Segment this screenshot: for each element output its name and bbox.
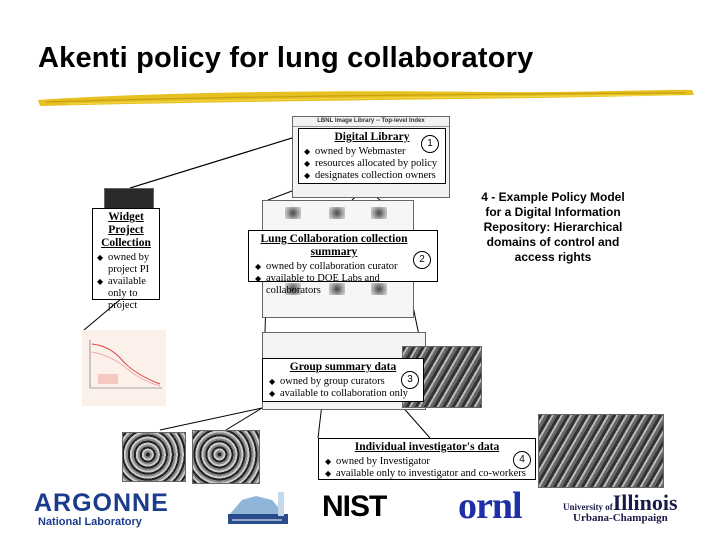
argonne-logo-text: ARGONNE (34, 489, 169, 517)
uiuc-logo-prefix: University of (563, 502, 613, 512)
individual-investigator-list: owned by Investigator available only to … (324, 456, 530, 480)
ornl-logo: ornl (458, 485, 523, 527)
policy-model-caption: 4 - Example Policy Model for a Digital I… (481, 190, 625, 264)
widget-project-heading: Widget Project Collection (101, 211, 151, 249)
lung-collaboration-heading: Lung Collaboration collection summary (260, 233, 408, 258)
group-summary-heading: Group summary data (289, 361, 397, 373)
list-item: owned by project PI (97, 252, 156, 276)
individual-investigator-heading: Individual investigator's data (354, 441, 500, 453)
nist-logo: NIST (322, 490, 387, 523)
top-index-title: LBNL Image Library -- Top-level Index (293, 117, 449, 127)
digital-library-box: Digital Library owned by Webmaster resou… (298, 128, 446, 184)
lung-collaboration-box: Lung Collaboration collection summary ow… (248, 230, 438, 296)
group-summary-box: Group summary data owned by group curato… (262, 358, 424, 402)
slide-title: Akenti policy for lung collaboratory (38, 42, 534, 74)
step-number-3: 3 (401, 371, 419, 389)
argonne-logo-subtext: National Laboratory (38, 516, 142, 528)
title-underline-brush (38, 89, 694, 106)
widget-project-list: owned by project PI available only to pr… (96, 252, 156, 312)
step-number-2: 2 (413, 251, 431, 269)
lung-micrograph-1 (122, 432, 186, 482)
argonne-logo: ARGONNE National Laboratory (34, 491, 169, 529)
uiuc-logo: University ofIllinois Urbana-Champaign (563, 490, 678, 524)
list-item: owned by Webmaster (304, 146, 441, 158)
step-number-1: 1 (421, 135, 439, 153)
list-item: available only to investigator and co-wo… (325, 468, 530, 480)
list-item: resources allocated by policy (304, 158, 441, 170)
berkeley-lab-logo (228, 492, 288, 524)
uiuc-logo-subtext: Urbana-Champaign (573, 512, 668, 524)
list-item: available only to project (97, 276, 156, 312)
lung-collaboration-list: owned by collaboration curator available… (254, 261, 432, 297)
digital-library-heading: Digital Library (334, 131, 410, 143)
lung-micrograph-3 (538, 414, 664, 488)
individual-investigator-box: Individual investigator's data owned by … (318, 438, 536, 480)
step-number-4: 4 (513, 451, 531, 469)
uiuc-logo-main: Illinois (612, 490, 678, 515)
list-item: owned by Investigator (325, 456, 530, 468)
widget-project-box: Widget Project Collection owned by proje… (92, 208, 160, 311)
chart-thumbnail (82, 330, 166, 406)
digital-library-list: owned by Webmaster resources allocated b… (303, 146, 441, 182)
list-item: owned by group curators (269, 376, 418, 388)
list-item: designates collection owners (304, 170, 441, 182)
list-item: owned by collaboration curator (255, 261, 432, 273)
group-summary-list: owned by group curators available to col… (268, 376, 418, 400)
list-item: available to DOE Labs and collaborators (255, 273, 432, 297)
list-item: available to collaboration only (269, 388, 418, 400)
lung-micrograph-2 (192, 430, 260, 484)
